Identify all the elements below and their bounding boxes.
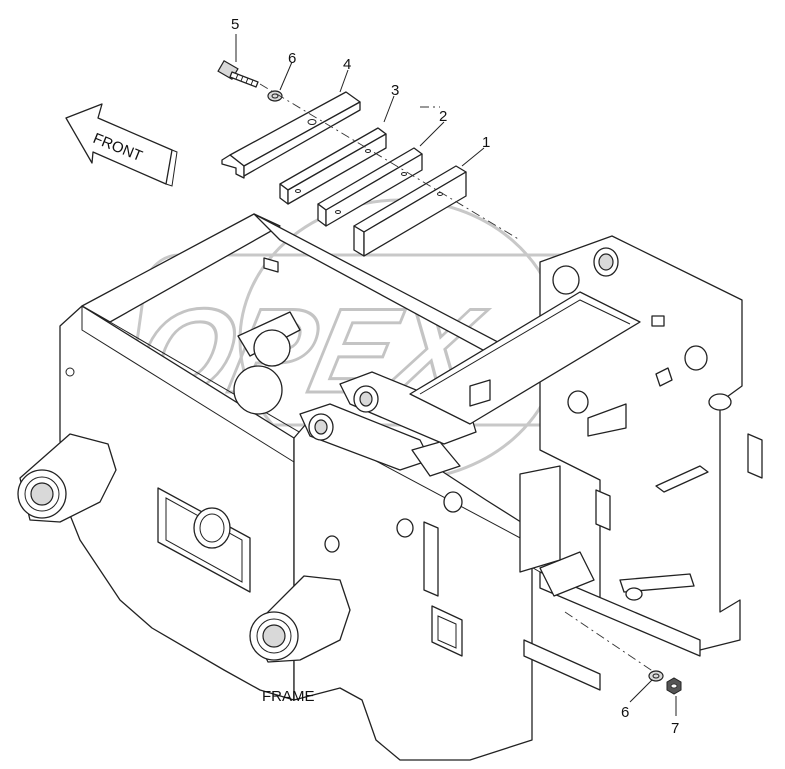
nut-part-7 (666, 677, 682, 695)
leader-lines (235, 34, 677, 716)
callout-6-bottom: 6 (621, 704, 629, 721)
diagram-title: FRAME (262, 688, 315, 705)
bolt-part-5 (217, 59, 259, 88)
callout-7: 7 (671, 720, 679, 737)
callout-3: 3 (391, 82, 399, 99)
pad-part-1 (353, 165, 467, 257)
callout-1: 1 (482, 134, 490, 151)
pad-part-2 (317, 147, 423, 227)
callout-5: 5 (231, 16, 239, 33)
washer-part-6-top (267, 90, 283, 102)
washer-part-6-bottom (648, 670, 664, 682)
frame-body (17, 213, 763, 761)
callout-2: 2 (439, 108, 447, 125)
front-arrow: FRONT (65, 103, 178, 187)
plate-part-4 (221, 91, 361, 179)
callout-6-top: 6 (288, 50, 296, 67)
callout-4: 4 (343, 56, 351, 73)
